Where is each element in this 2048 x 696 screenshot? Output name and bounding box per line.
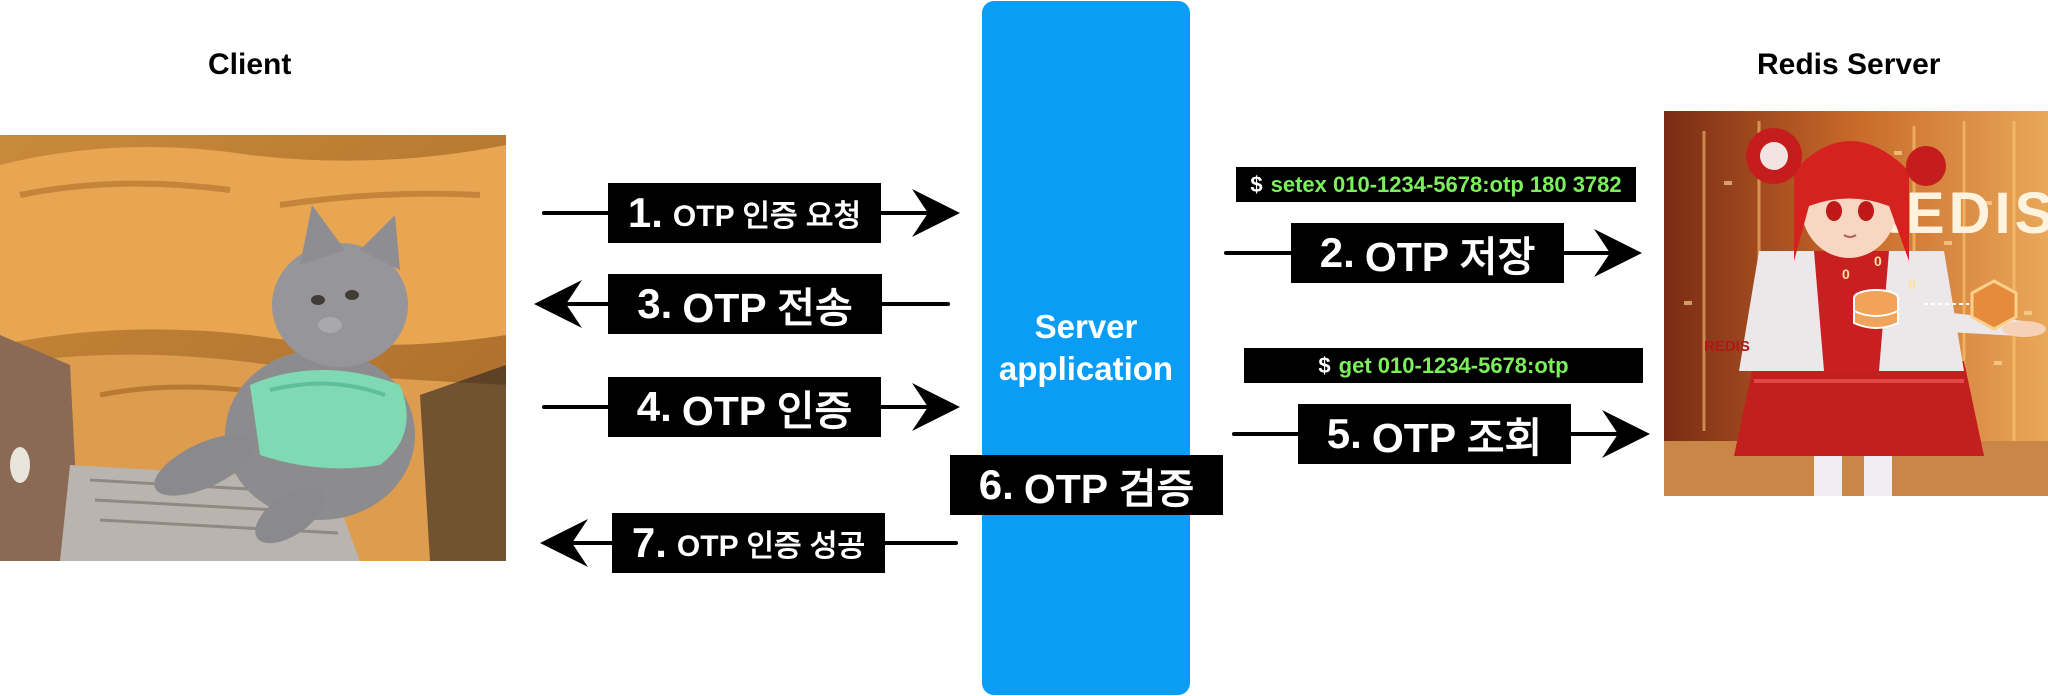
step-3-label: 3. OTP 전송 [608, 274, 882, 334]
step-2-text: OTP 저장 [1364, 234, 1536, 280]
step-4-label: 4. OTP 인증 [608, 377, 881, 437]
client-title: Client [208, 48, 292, 81]
step-6-text: OTP 검증 [1023, 466, 1195, 512]
step-3-text: OTP 전송 [682, 285, 853, 331]
setex-command: $ setex 010-1234-5678:otp 180 3782 [1236, 167, 1636, 202]
step-2-number: 2. [1319, 229, 1355, 276]
client-image [0, 135, 506, 561]
step-5-label: 5. OTP 조회 [1298, 404, 1571, 464]
step-4-number: 4. [636, 383, 672, 430]
server-application-line1: Server [1034, 308, 1138, 345]
get-code: get 010-1234-5678:otp [1338, 352, 1569, 378]
server-application-line2: application [998, 350, 1174, 387]
step-5-text: OTP 조회 [1371, 415, 1543, 461]
step-6-number: 6. [978, 461, 1014, 508]
get-command: $ get 010-1234-5678:otp [1244, 348, 1643, 383]
step-1-text: OTP 인증 요청 [672, 200, 862, 233]
step-4-text: OTP 인증 [681, 388, 853, 434]
step-1-label: 1. OTP 인증 요청 [608, 183, 881, 243]
redis-jacket-badge: REDIS [1704, 338, 1750, 355]
step-2-label: 2. OTP 저장 [1291, 223, 1564, 283]
get-prompt: $ [1318, 352, 1331, 378]
step-1-number: 1. [627, 189, 663, 236]
svg-text:0: 0 [1908, 276, 1916, 292]
step-7-text: OTP 인증 성공 [676, 530, 866, 563]
setex-code: setex 010-1234-5678:otp 180 3782 [1270, 171, 1622, 197]
step-5-number: 5. [1326, 410, 1362, 457]
svg-text:0: 0 [1842, 266, 1850, 282]
server-application-box: Server application [982, 1, 1190, 695]
server-application-label: Server application [982, 306, 1190, 390]
step-3-number: 3. [637, 280, 673, 327]
step-6-label: 6. OTP 검증 [950, 455, 1223, 515]
svg-text:0: 0 [1874, 253, 1882, 269]
setex-prompt: $ [1250, 171, 1263, 197]
redis-server-title: Redis Server [1757, 48, 1941, 81]
step-7-label: 7. OTP 인증 성공 [612, 513, 885, 573]
step-7-number: 7. [631, 519, 667, 566]
